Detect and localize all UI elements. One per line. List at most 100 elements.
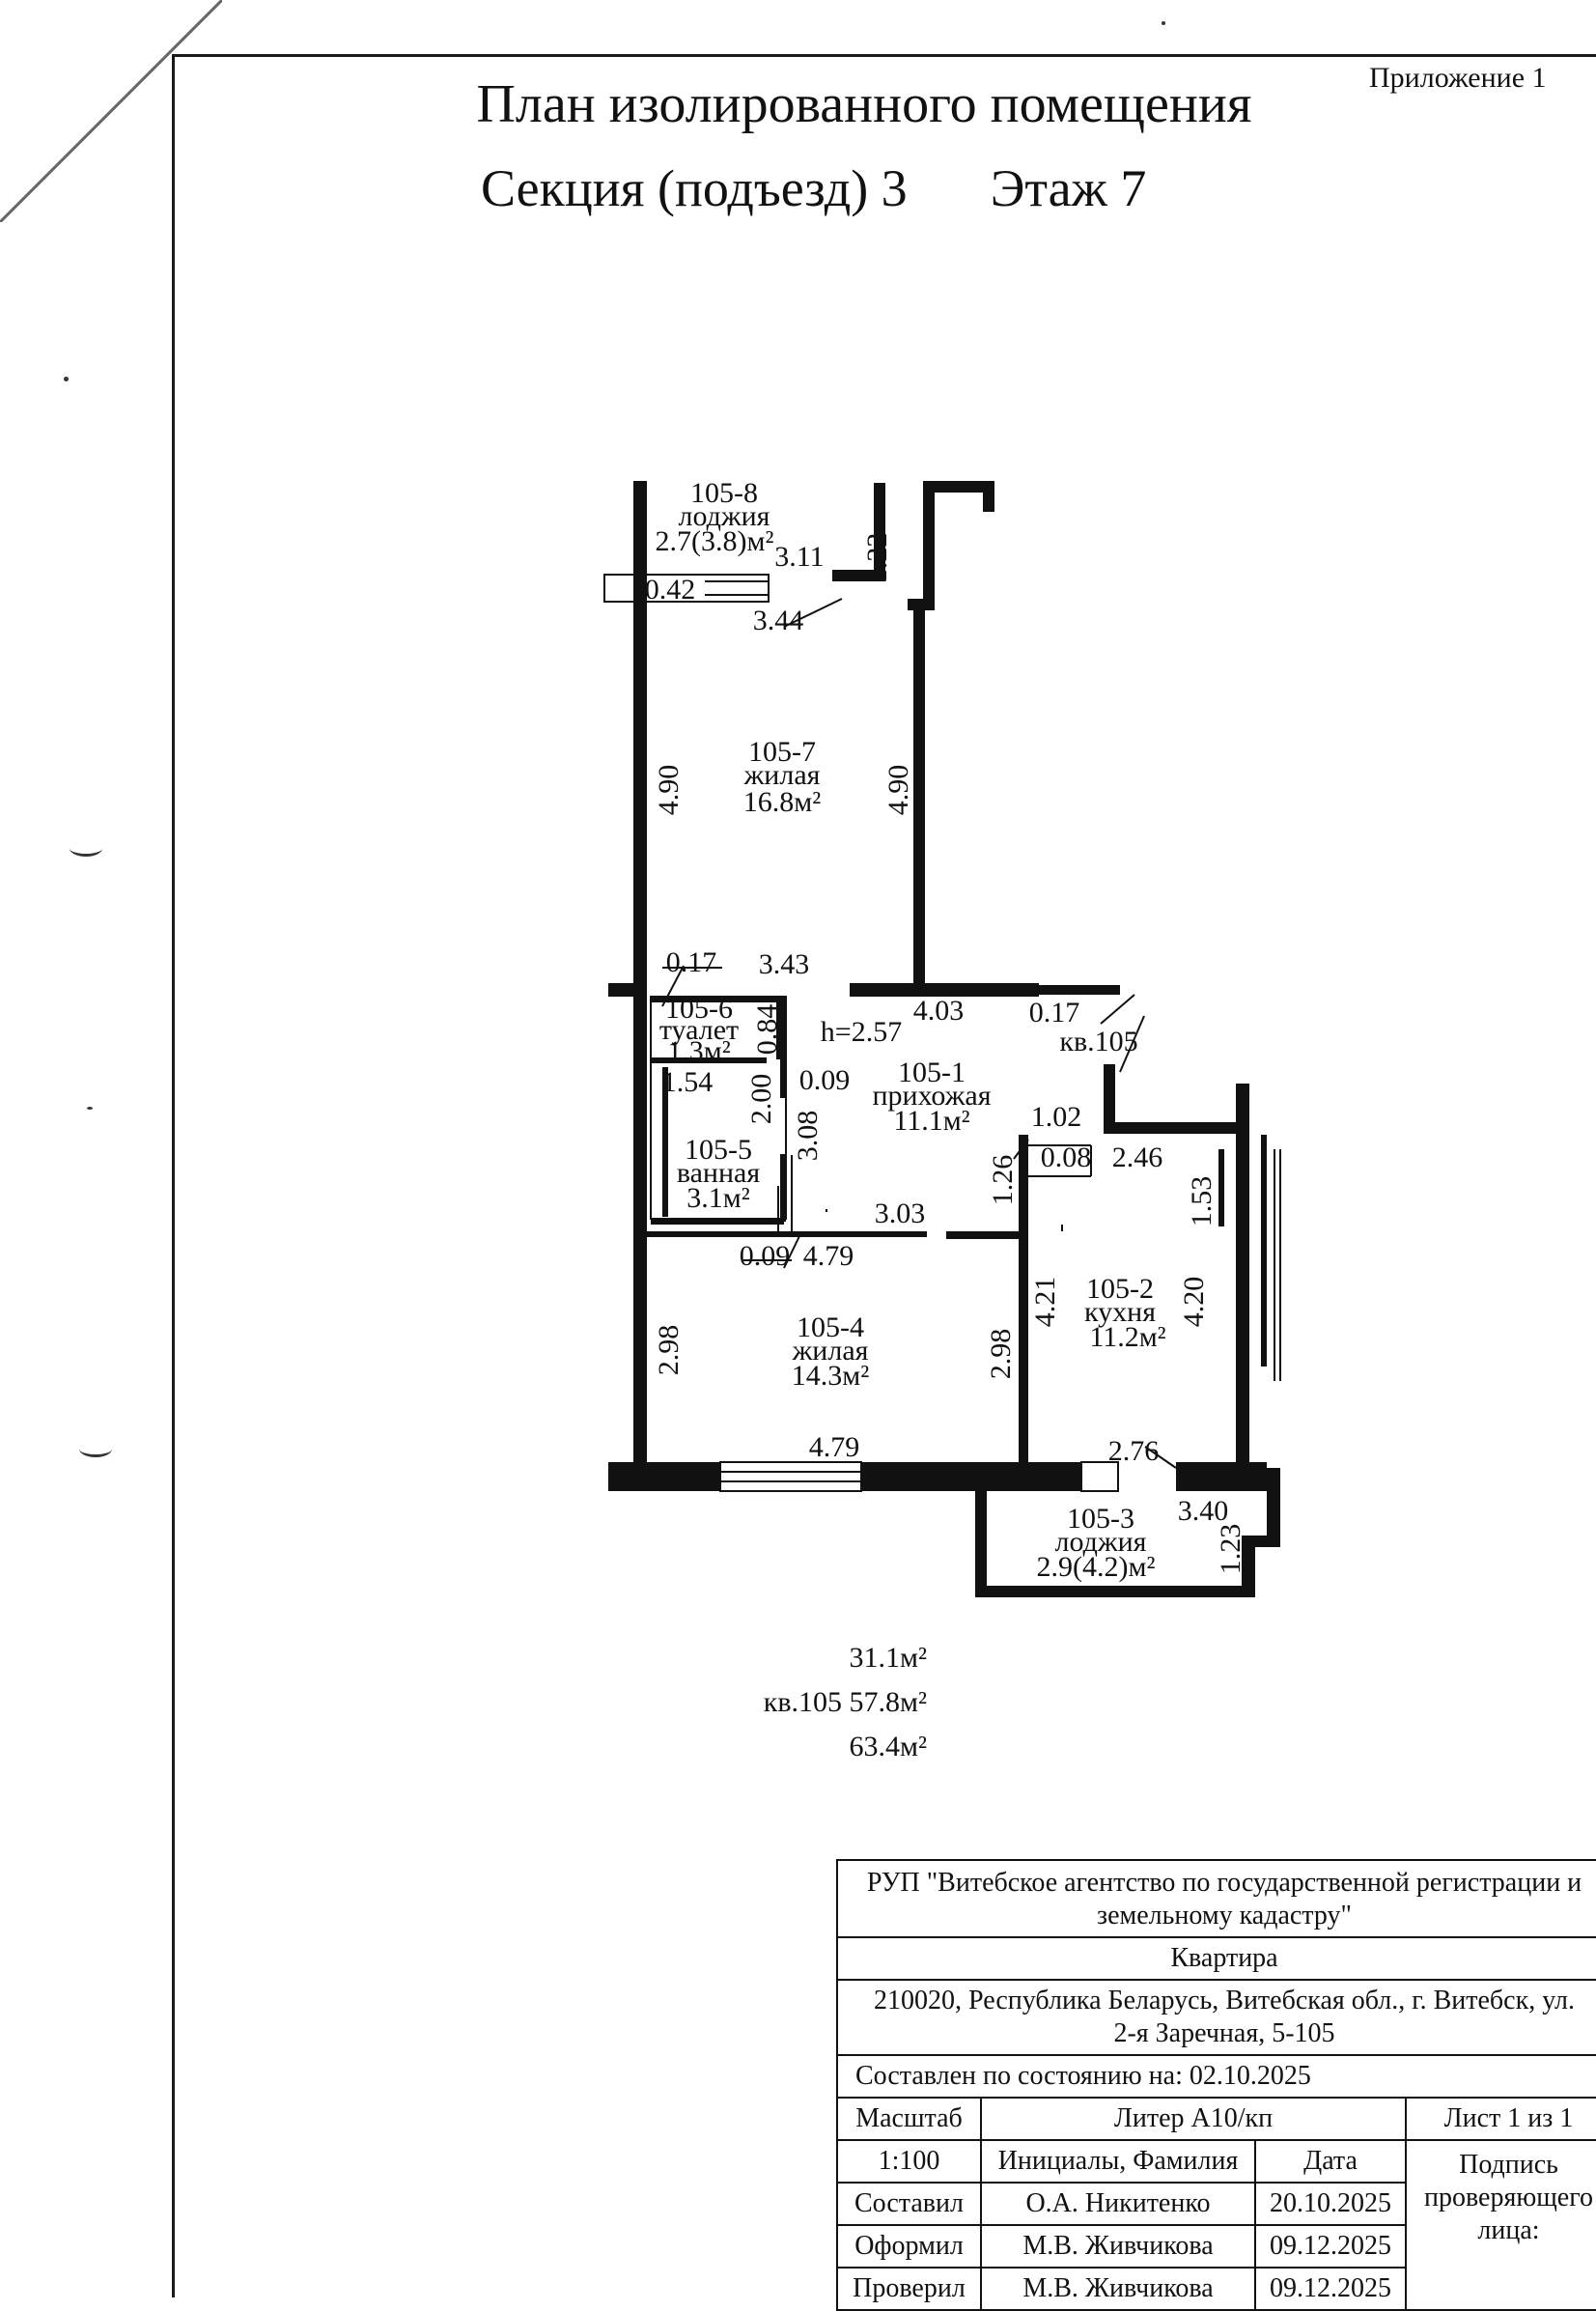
dim-0-09-bottom: 0.09	[740, 1240, 791, 1272]
title-block-org: РУП "Витебское агентство по государствен…	[838, 1861, 1596, 1938]
signatures-table: Масштаб Литер А10/кп Лист 1 из 1 1:100 И…	[838, 2099, 1596, 2311]
name-formatted: М.В. Живчикова	[981, 2225, 1256, 2269]
role-formatted: Оформил	[838, 2225, 982, 2269]
dim-1-26: 1.26	[987, 1155, 1019, 1206]
binder-hole-mark	[79, 1441, 112, 1457]
room-105-4-area: 14.3м²	[792, 1360, 869, 1392]
floor-label: Этаж 7	[990, 159, 1147, 217]
room-105-8-type: лоджия	[679, 500, 770, 532]
floor-plan: 105-8 лоджия 2.7(3.8)м² 105-7 жилая 16.8…	[603, 477, 1281, 1597]
appendix-label: Приложение 1	[1369, 62, 1547, 94]
area-totals: 31.1м² кв.105 57.8м² 63.4м²	[764, 1636, 927, 1769]
apartment-label: кв.105	[1059, 1026, 1137, 1057]
room-105-5-id: 105-5	[685, 1134, 752, 1166]
ceiling-height: h=2.57	[821, 1016, 902, 1048]
wall-bottom-mid	[861, 1462, 1081, 1491]
section-label: Секция (подъезд) 3	[481, 159, 908, 217]
date-formatted: 09.12.2025	[1255, 2225, 1408, 2269]
room-105-4-type: жилая	[792, 1335, 869, 1367]
wall-wc-top	[651, 997, 786, 1002]
org-line-2: земельному кадастру"	[1097, 1901, 1352, 1931]
wall-loggia3-left	[975, 1491, 987, 1597]
wall-loggia-corner	[908, 599, 935, 610]
wall-loggia3-right-low	[1242, 1536, 1255, 1593]
apartment-area-total: кв.105 57.8м²	[763, 1686, 927, 1718]
address-line-2: 2-я Заречная, 5-105	[1113, 2018, 1335, 2048]
dim-4-90-left: 4.90	[653, 765, 685, 816]
dim-1-02: 1.02	[1031, 1101, 1082, 1133]
room-105-2-area: 11.2м²	[1089, 1321, 1165, 1353]
wall-entry	[1033, 985, 1120, 995]
dim-1-23: 1.23	[1215, 1524, 1246, 1575]
dim-4-79-top: 4.79	[803, 1240, 854, 1272]
name-compiled: О.А. Никитенко	[981, 2183, 1256, 2226]
dim-3-03: 3.03	[875, 1198, 926, 1229]
room-105-6-type: туалет	[659, 1014, 739, 1046]
col-date-header: Дата	[1255, 2140, 1408, 2184]
dim-2-98-right: 2.98	[985, 1329, 1017, 1380]
room-105-5-type: ванная	[677, 1157, 761, 1189]
wall-loggia-column	[923, 493, 935, 608]
wall-loggia-top-cap-end	[983, 481, 994, 512]
wall-room7-bottom	[850, 983, 1039, 997]
date-compiled: 20.10.2025	[1255, 2183, 1408, 2226]
page-subtitle: Секция (подъезд) 3 Этаж 7	[481, 158, 1146, 218]
dim-0-17-left: 0.17	[666, 946, 717, 978]
wall-room7-right	[913, 608, 925, 985]
page-title: План изолированного помещения	[476, 74, 1252, 134]
wall-bath-bottom	[651, 1219, 784, 1225]
room-105-6-id: 105-6	[665, 993, 733, 1025]
dim-2-00: 2.00	[745, 1074, 777, 1125]
total-area: 63.4м²	[849, 1731, 927, 1762]
room-labels: 105-8 лоджия 2.7(3.8)м² 105-7 жилая 16.8…	[656, 477, 1166, 1583]
wall-right	[1236, 1084, 1249, 1462]
dim-4-03: 4.03	[913, 995, 965, 1027]
wall-bottom-right	[1176, 1462, 1267, 1491]
date-checked: 09.12.2025	[1255, 2268, 1408, 2311]
dimension-labels: 1.22 3.11 0.42 3.44 4.90 4.90 0.17 3.43 …	[645, 533, 1246, 1575]
room-105-2-type: кухня	[1084, 1296, 1156, 1328]
role-compiled: Составил	[838, 2183, 982, 2226]
binder-hole-mark	[70, 840, 102, 857]
scan-speck	[1162, 21, 1165, 25]
wall-kitchen-niche	[1218, 1149, 1224, 1226]
plan-walls	[608, 481, 1280, 1597]
room-105-4-id: 105-4	[797, 1311, 864, 1343]
dim-3-40: 3.40	[1178, 1495, 1229, 1527]
living-area-total: 31.1м²	[849, 1642, 927, 1674]
wall-kitchen-upper	[1104, 1064, 1115, 1132]
room-105-6-area: 1.3м²	[667, 1035, 730, 1067]
scan-speck	[64, 377, 69, 381]
wall-bottom-left	[608, 1462, 720, 1491]
wall-loggia-sill	[832, 570, 885, 581]
sheet-number: Лист 1 из 1	[1406, 2099, 1596, 2141]
dim-0-09-top: 0.09	[799, 1064, 851, 1096]
room-105-7-type: жилая	[743, 759, 821, 791]
dim-2-98-left: 2.98	[653, 1325, 685, 1376]
room-105-1-area: 11.1м²	[893, 1105, 969, 1137]
wall-bath-lower	[780, 1154, 786, 1222]
room-105-3-area: 2.9(4.2)м²	[1037, 1551, 1156, 1583]
role-checked: Проверил	[838, 2268, 982, 2311]
room-105-3-id: 105-3	[1067, 1503, 1134, 1535]
object-type: Квартира	[838, 1938, 1596, 1981]
wall-wc-right	[776, 997, 786, 1059]
room-105-3-type: лоджия	[1055, 1526, 1147, 1558]
wall-bath-upper	[780, 1057, 786, 1098]
dim-0-08: 0.08	[1041, 1141, 1092, 1173]
wall-kitchen-top	[1104, 1122, 1248, 1134]
dim-3-43: 3.43	[759, 948, 810, 980]
scale-value: 1:100	[838, 2140, 982, 2184]
dim-0-42: 0.42	[645, 574, 696, 606]
wall-loggia3-right	[1267, 1468, 1280, 1545]
room-105-1-type: прихожая	[872, 1080, 991, 1112]
dim-0-84: 0.84	[751, 1004, 783, 1056]
room-105-8-area: 2.7(3.8)м²	[656, 525, 774, 557]
wall-hall-bottom-left	[647, 1231, 927, 1237]
room-105-8-id: 105-8	[690, 477, 758, 509]
col-name-header: Инициалы, Фамилия	[981, 2140, 1256, 2184]
address-line-1: 210020, Республика Беларусь, Витебская о…	[874, 1986, 1575, 2015]
name-checked: М.В. Живчикова	[981, 2268, 1256, 2311]
sheet-frame	[172, 54, 1596, 2297]
dim-3-08: 3.08	[792, 1111, 824, 1162]
